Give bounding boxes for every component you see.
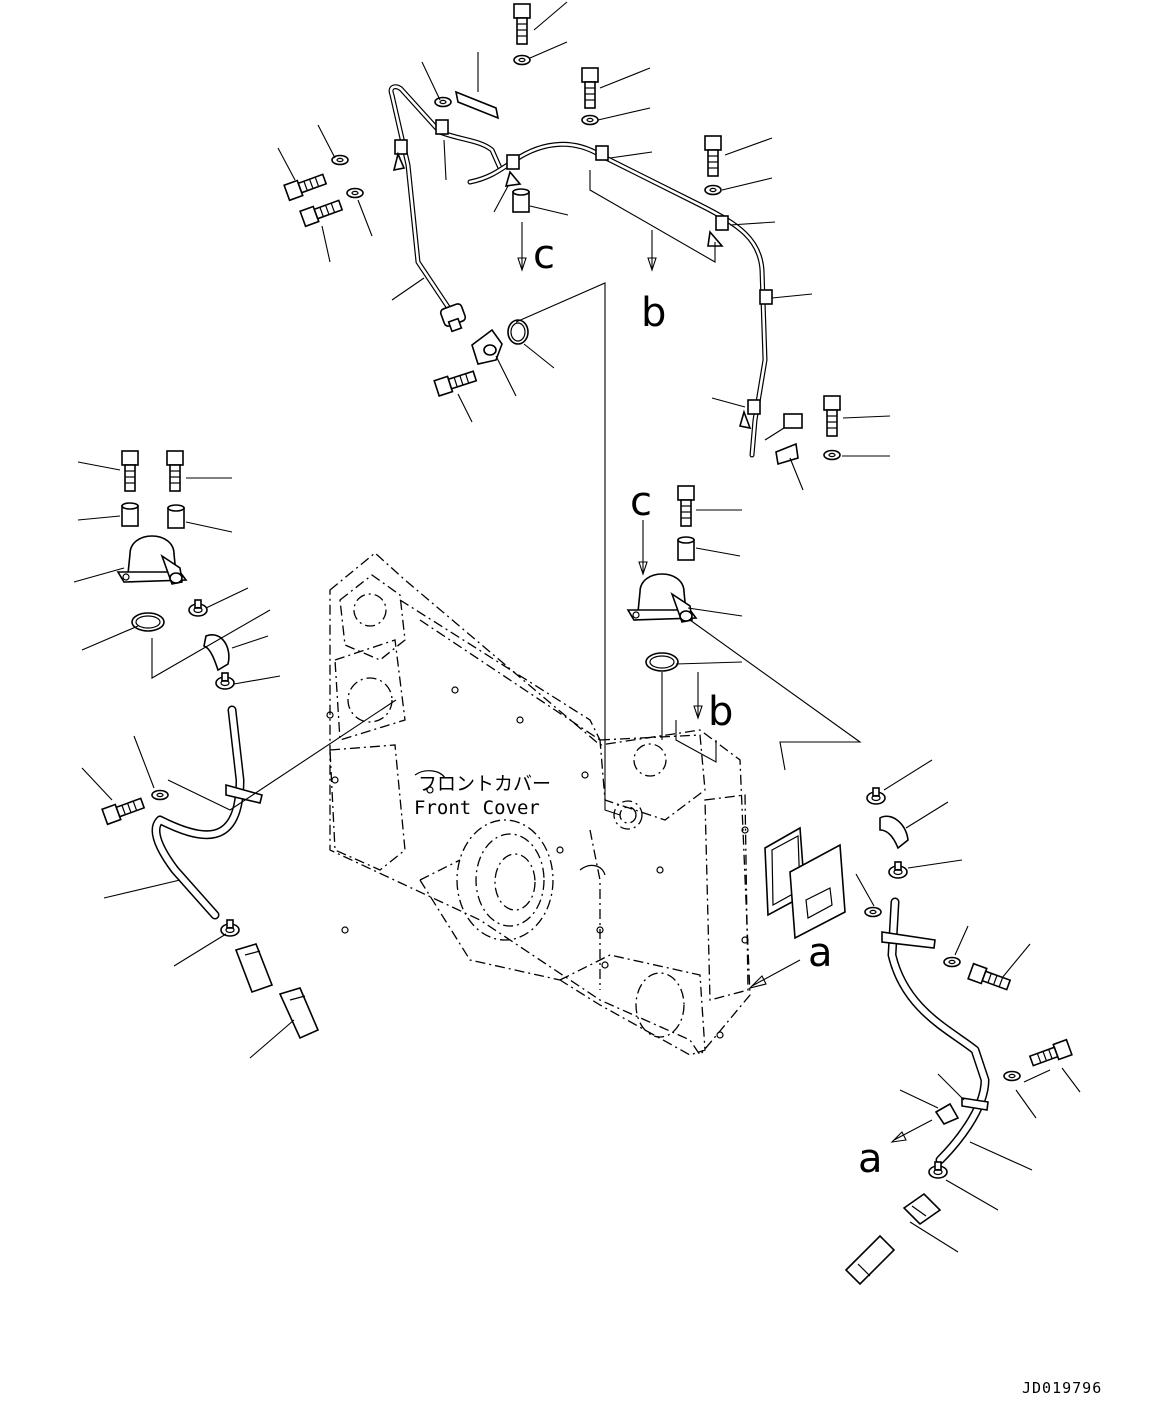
top-leaders (277, 1, 891, 491)
top-fasteners (283, 3, 841, 461)
left-leaders (73, 461, 295, 1059)
front-cover-label-en: Front Cover (414, 797, 540, 819)
wire-harness-top (388, 84, 803, 466)
ref-letter-b-top: b (641, 290, 666, 336)
ref-letter-a-right: a (808, 930, 833, 976)
front-cover (326, 552, 751, 1057)
ref-letter-b-right: b (708, 689, 733, 735)
ref-letter-c-right: c (630, 479, 652, 525)
ref-letter-c-top: c (533, 232, 555, 278)
right-assembly (627, 485, 1073, 1286)
left-assembly (101, 450, 397, 1040)
side-gasket (764, 826, 846, 940)
front-cover-label-jp: フロントカバー (418, 773, 551, 795)
ref-letter-a-bottom: a (858, 1136, 883, 1182)
drawing-code: JD019796 (1022, 1379, 1102, 1397)
right-leaders (675, 509, 1081, 1253)
